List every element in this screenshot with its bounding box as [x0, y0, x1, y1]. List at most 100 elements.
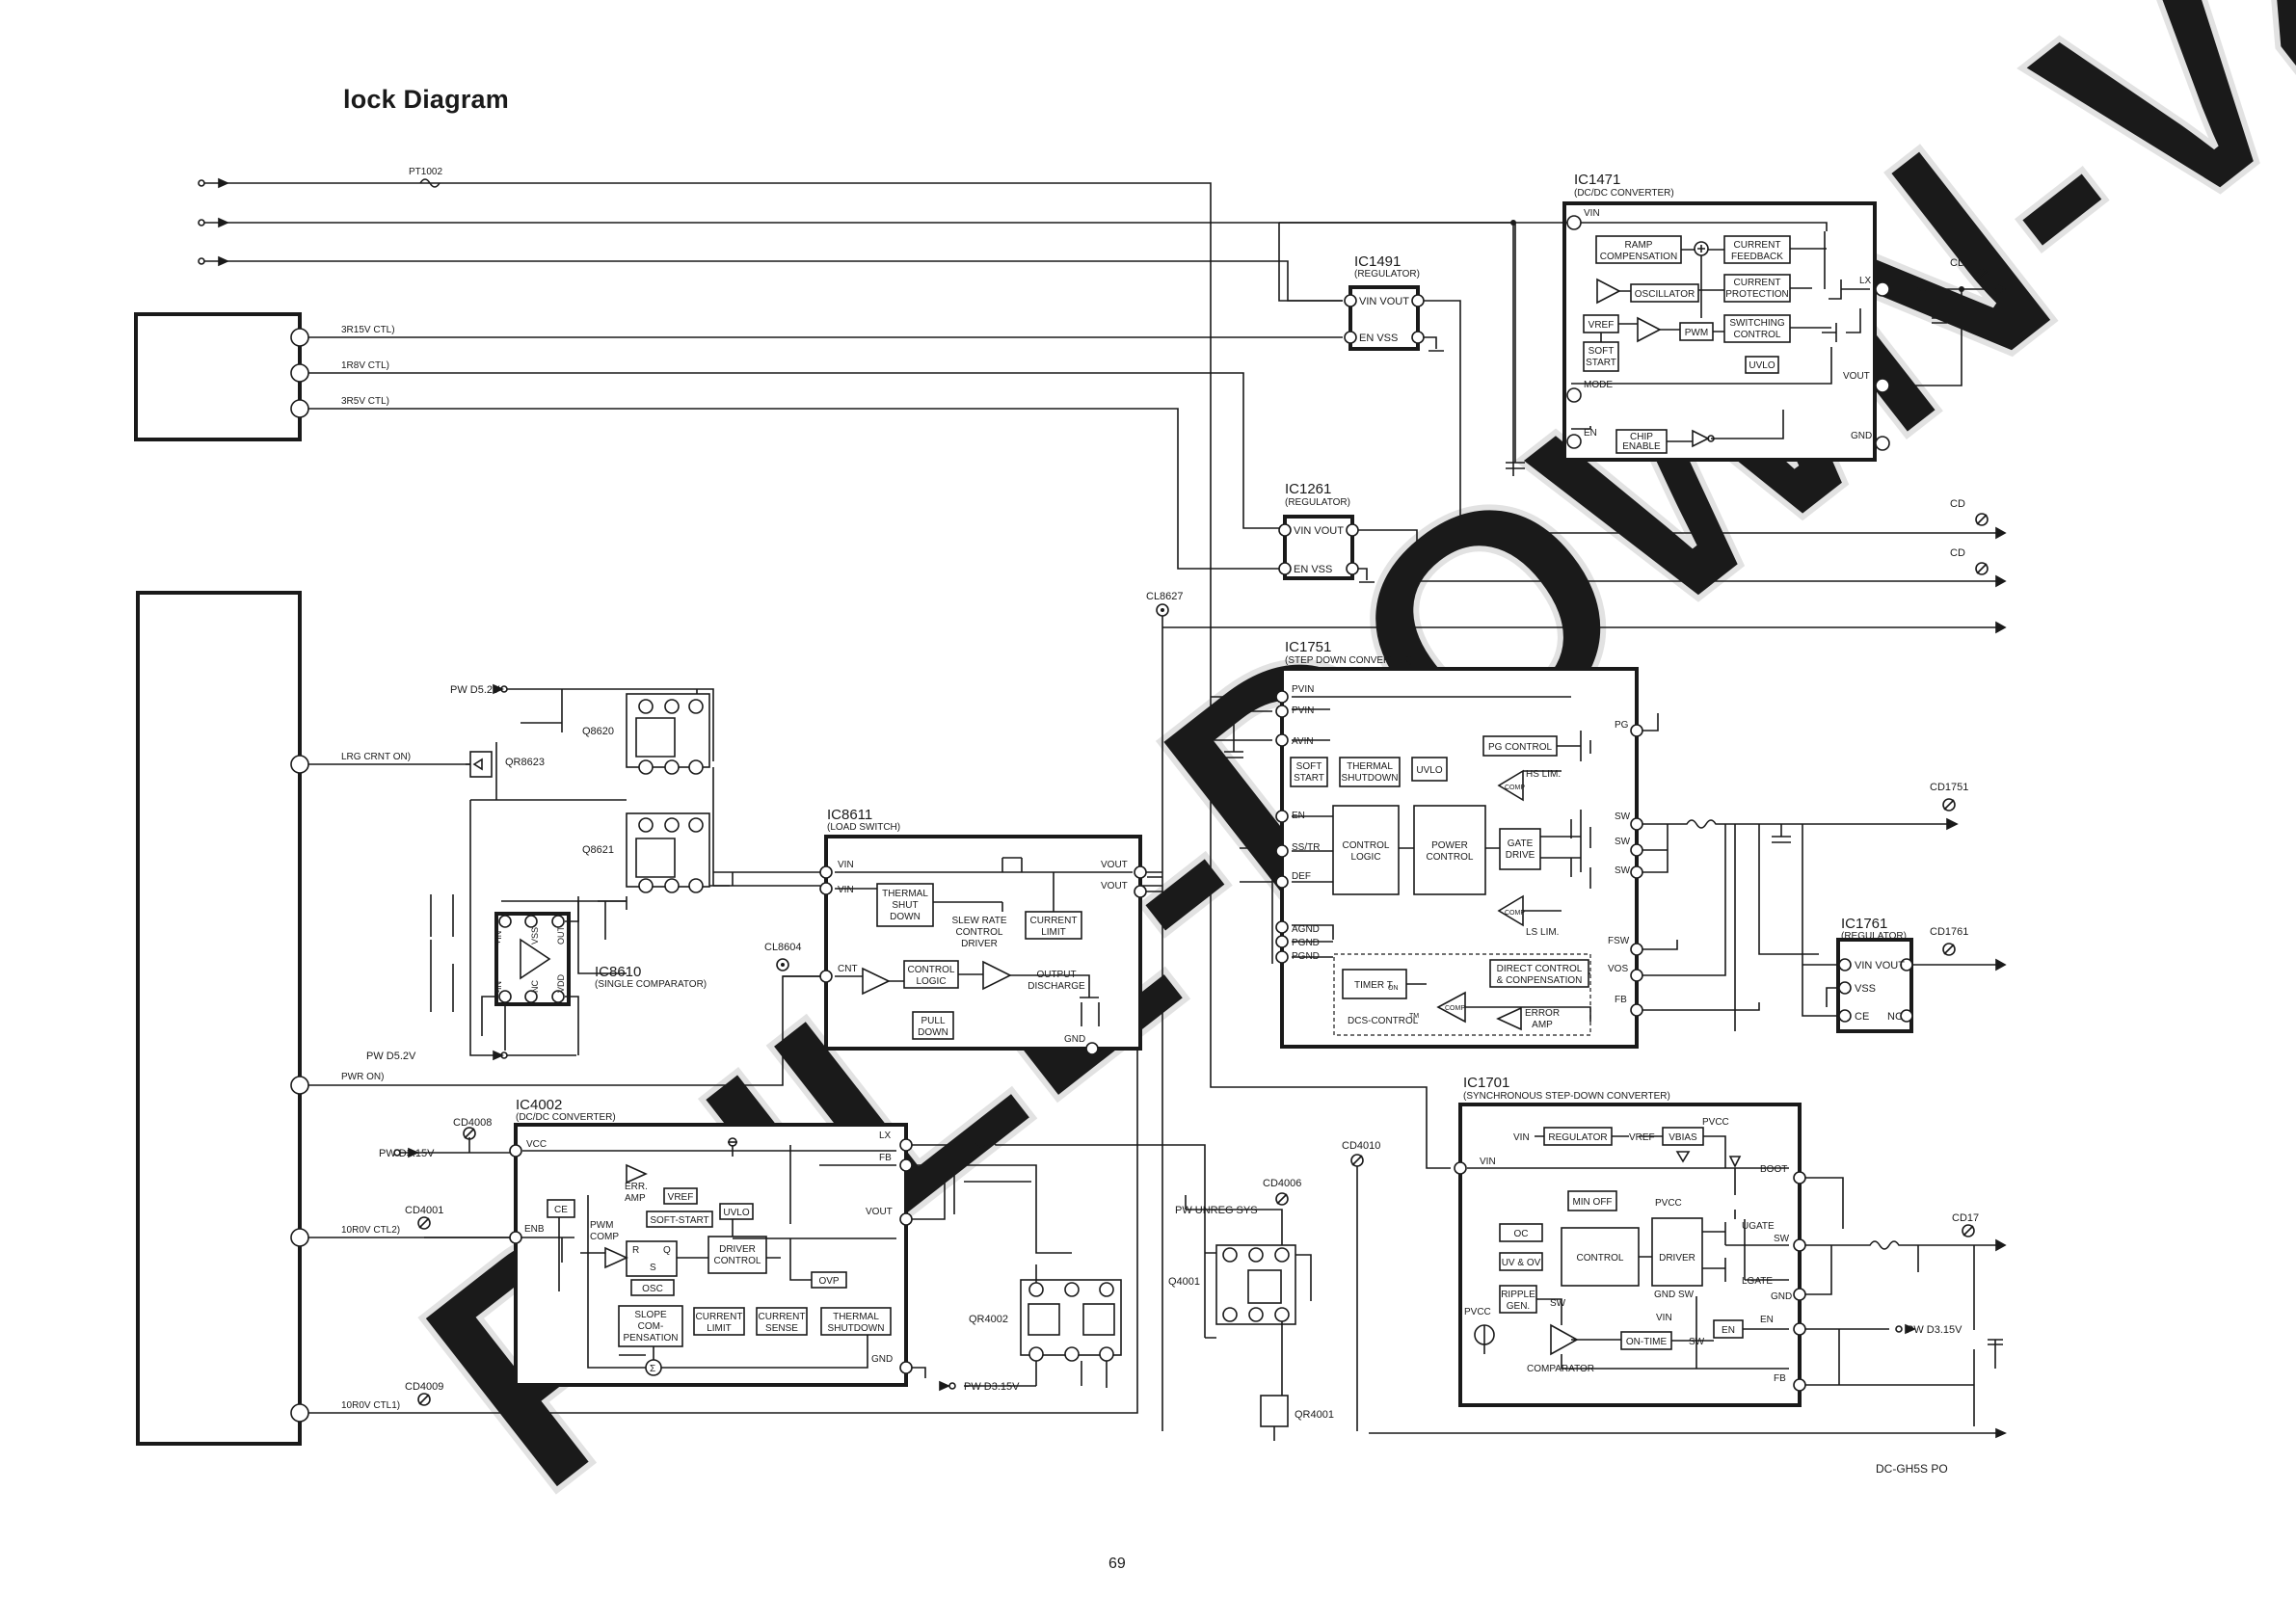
svg-text:CURRENT: CURRENT [696, 1312, 743, 1322]
ic1761-ref: IC1761 [1841, 916, 1887, 932]
cl8604 [776, 958, 789, 971]
svg-text:CE: CE [554, 1205, 568, 1215]
svg-text:PVCC: PVCC [1702, 1117, 1729, 1128]
svg-text:COMPENSATION: COMPENSATION [1600, 252, 1677, 262]
svg-text:EN: EN [1760, 1315, 1774, 1325]
pw-d315-label-a: PW D3.15V [379, 1148, 435, 1159]
svg-text:CONTROL: CONTROL [1343, 840, 1390, 851]
svg-text:OSCILLATOR: OSCILLATOR [1635, 289, 1695, 300]
svg-text:ERR.: ERR. [625, 1182, 648, 1192]
cl8627-rail [1137, 603, 2007, 1431]
svg-text:EN: EN [1584, 428, 1597, 439]
page-number: 69 [1108, 1556, 1126, 1572]
svg-text:OUT: OUT [556, 926, 566, 945]
pw-d315-label-b: PW D3.15V [964, 1381, 1020, 1393]
svg-text:LGATE: LGATE [1742, 1276, 1773, 1287]
ic4002-ref: IC4002 [516, 1097, 562, 1113]
signal-1r8v-ctl: 1R8V CTL) [341, 360, 389, 371]
svg-text:SW: SW [1615, 837, 1631, 847]
svg-text:THERMAL: THERMAL [1347, 761, 1393, 772]
connector-block-top [134, 312, 302, 441]
pw-d315-label-c: PW D3.15V [1907, 1324, 1962, 1336]
svg-text:DCS-CONTROL: DCS-CONTROL [1348, 1016, 1419, 1026]
svg-text:NC: NC [1887, 1011, 1903, 1023]
svg-text:VOUT: VOUT [1101, 860, 1128, 870]
svg-text:OC: OC [1514, 1229, 1529, 1239]
ic1761-desc: (REGULATOR) [1841, 931, 1907, 942]
svg-text:LIMIT: LIMIT [1041, 927, 1066, 938]
svg-text:VIN: VIN [838, 860, 854, 870]
svg-text:AMP: AMP [1532, 1020, 1553, 1030]
ic8611-ref: IC8611 [827, 807, 872, 823]
svg-text:VOUT: VOUT [1101, 881, 1128, 891]
ic1761-pins: VIN VOUT VSS CE NC [1802, 824, 2007, 1023]
ic1751-desc: (STEP DOWN CONVERTER) [1285, 655, 1412, 666]
svg-text:RAMP: RAMP [1625, 240, 1653, 251]
svg-text:FB: FB [879, 1153, 892, 1163]
svg-text:VCC: VCC [526, 1139, 547, 1150]
svg-text:SW: SW [1615, 865, 1631, 876]
ic8610-pins: +IN VSS OUT -IN NC VDD [481, 900, 627, 1055]
svg-text:CE: CE [1855, 1011, 1869, 1023]
svg-text:COMP: COMP [1505, 910, 1525, 917]
ic1751-labels: PVIN PVIN AVIN EN SS/TR DEF AGND PGND PG… [1292, 684, 1631, 1030]
svg-text:VIN: VIN [1656, 1313, 1672, 1323]
svg-text:SHUT: SHUT [892, 900, 918, 911]
svg-text:FEEDBACK: FEEDBACK [1731, 252, 1783, 262]
ic1701-internals [1454, 1127, 1806, 1392]
svg-text:SWITCHING: SWITCHING [1729, 318, 1784, 329]
svg-text:LOGIC: LOGIC [1350, 852, 1380, 863]
svg-text:VREF: VREF [668, 1192, 694, 1203]
model-code: DC-GH5S PO [1876, 1462, 1948, 1476]
ic1261-desc: (REGULATOR) [1285, 497, 1350, 508]
transistor-group [939, 1195, 1312, 1441]
svg-text:RIPPLE: RIPPLE [1501, 1290, 1535, 1300]
signal-10r0v-ctl2: 10R0V CTL2) [341, 1225, 400, 1236]
cd4010-label: CD4010 [1342, 1140, 1380, 1152]
svg-text:ENB: ENB [524, 1224, 545, 1235]
svg-text:CONTROL: CONTROL [1427, 852, 1474, 863]
svg-text:FB: FB [1615, 995, 1627, 1005]
svg-text:OVP: OVP [818, 1276, 839, 1287]
pt1002-label: PT1002 [409, 167, 442, 177]
svg-text:SW: SW [1689, 1337, 1705, 1347]
svg-text:Σ: Σ [650, 1364, 655, 1374]
pw-d52-label-a: PW D5.2V [450, 684, 500, 696]
ic1701-desc: (SYNCHRONOUS STEP-DOWN CONVERTER) [1463, 1091, 1670, 1102]
svg-text:THERMAL: THERMAL [882, 889, 928, 899]
q8621-label: Q8621 [582, 844, 614, 856]
ic1261-box [1283, 515, 1354, 580]
svg-text:COMPARATOR: COMPARATOR [1527, 1364, 1594, 1374]
svg-text:HS LIM.: HS LIM. [1526, 769, 1561, 780]
svg-text:VOS: VOS [1608, 964, 1628, 974]
svg-text:MODE: MODE [1584, 380, 1613, 390]
svg-text:DIRECT CONTROL: DIRECT CONTROL [1497, 964, 1583, 974]
ic8611-desc: (LOAD SWITCH) [827, 822, 900, 833]
svg-text:AVIN: AVIN [1292, 736, 1314, 747]
svg-text:PGND: PGND [1292, 938, 1320, 948]
cd17-label: CD17 [1952, 1212, 1979, 1224]
ic1471-desc: (DC/DC CONVERTER) [1574, 188, 1674, 199]
signal-lrg-crnt-on: LRG CRNT ON) [341, 752, 411, 762]
svg-text:DRIVER: DRIVER [719, 1244, 756, 1255]
svg-text:GATE: GATE [1508, 838, 1534, 849]
q4001-label: Q4001 [1168, 1276, 1200, 1288]
svg-text:GEN.: GEN. [1507, 1301, 1530, 1312]
svg-text:SS/TR: SS/TR [1292, 842, 1320, 853]
ic8611-internals [713, 857, 1162, 1055]
svg-text:+IN: +IN [494, 931, 503, 945]
svg-text:VIN: VIN [1480, 1157, 1496, 1167]
q8620-q8621-section [430, 683, 734, 1061]
svg-text:ERROR: ERROR [1525, 1008, 1560, 1019]
svg-text:PWM: PWM [1685, 328, 1708, 338]
svg-text:DOWN: DOWN [918, 1027, 948, 1038]
svg-text:CURRENT: CURRENT [1030, 916, 1078, 926]
cd4009-label: CD4009 [405, 1381, 443, 1393]
svg-text:VIN: VIN [1513, 1132, 1530, 1143]
svg-text:BOOT: BOOT [1760, 1164, 1787, 1175]
svg-text:VREF: VREF [1629, 1132, 1655, 1143]
svg-text:CURRENT: CURRENT [759, 1312, 806, 1322]
svg-text:PVIN: PVIN [1292, 705, 1314, 716]
svg-text:SLOPE: SLOPE [634, 1310, 667, 1320]
pw-d52-label-b: PW D5.2V [366, 1051, 416, 1062]
